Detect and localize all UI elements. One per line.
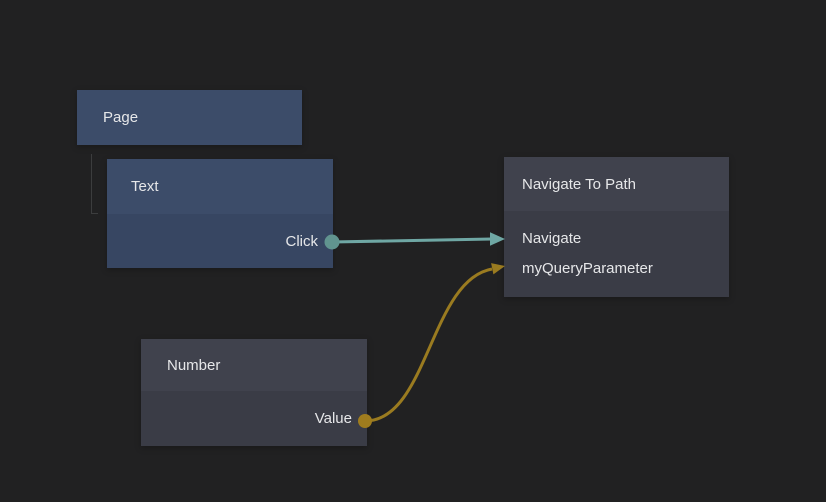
node-number[interactable]: Number Value (141, 339, 367, 446)
connection-data-arrowhead (491, 263, 505, 275)
connection-signal-wire[interactable] (331, 237, 493, 244)
input-label-navigate: Navigate (522, 230, 582, 247)
node-number-title: Number (167, 356, 221, 374)
node-text-title: Text (131, 178, 159, 195)
node-navigate-to-path-header: Navigate To Path (504, 157, 729, 211)
hierarchy-line-foot (91, 213, 98, 214)
output-label-value: Value (314, 410, 352, 427)
input-label-my-query-parameter: myQueryParameter (522, 260, 653, 277)
node-number-body: Value (141, 391, 367, 446)
hierarchy-line-vertical (91, 154, 92, 214)
node-number-header: Number (141, 339, 367, 391)
node-page-header: Page (77, 90, 302, 145)
input-row-navigate[interactable]: Navigate (504, 224, 729, 254)
output-label-click: Click (285, 232, 319, 250)
input-row-my-query-parameter[interactable]: myQueryParameter (504, 254, 729, 284)
node-text-body: Click (107, 214, 333, 268)
node-page[interactable]: Page (77, 90, 302, 145)
connection-signal-arrowhead (490, 232, 505, 246)
node-navigate-to-path[interactable]: Navigate To Path Navigate myQueryParamet… (504, 157, 729, 297)
connection-data-wire[interactable] (364, 267, 493, 423)
output-row-click: Click (107, 214, 319, 268)
node-navigate-to-path-title: Navigate To Path (522, 175, 636, 193)
node-text[interactable]: Text Click (107, 159, 333, 268)
output-row-value: Value (141, 391, 352, 446)
node-page-title: Page (103, 109, 139, 126)
node-navigate-to-path-body: Navigate myQueryParameter (504, 211, 729, 297)
node-text-header: Text (107, 159, 333, 214)
